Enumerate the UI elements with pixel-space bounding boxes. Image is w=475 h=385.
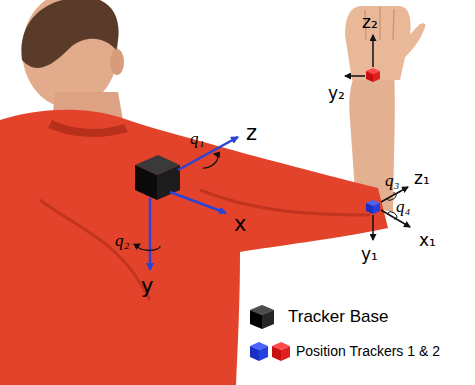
- rotation-arrow: [203, 154, 218, 168]
- rotation-arrow: [138, 244, 160, 250]
- z-axis: [178, 137, 238, 170]
- joint-angle-label: q₂: [115, 232, 129, 249]
- y-axis: [149, 198, 152, 270]
- joint-angle-label: q₃: [385, 172, 399, 189]
- hand: [345, 6, 411, 80]
- thumb: [399, 23, 425, 62]
- legend-row: Tracker Base: [248, 303, 388, 331]
- axis-label: z₁: [414, 170, 430, 187]
- joint-angle-label: q₁: [190, 130, 204, 147]
- axis-label: x: [234, 214, 246, 235]
- ear: [110, 49, 124, 75]
- axis-label: z₂: [362, 14, 378, 31]
- axis-label: y: [141, 276, 153, 297]
- x-axis: [170, 192, 226, 213]
- rotation-arrow: [388, 212, 397, 219]
- legend-text: Tracker Base: [288, 307, 388, 327]
- legend-swatch: [248, 303, 276, 331]
- axis-label: y₁: [361, 246, 378, 263]
- rotation-arrow: [387, 193, 396, 200]
- joint-angle-label: q₄: [396, 198, 410, 215]
- axis-label: y₂: [328, 85, 345, 102]
- legend-row: Position Trackers 1 & 2: [296, 343, 440, 359]
- head: [22, 0, 118, 108]
- axis-label: x₁: [419, 232, 436, 249]
- axis-label: z: [246, 123, 257, 144]
- hair: [21, 0, 118, 68]
- collar: [48, 120, 128, 137]
- legend-text: Position Trackers 1 & 2: [296, 343, 440, 359]
